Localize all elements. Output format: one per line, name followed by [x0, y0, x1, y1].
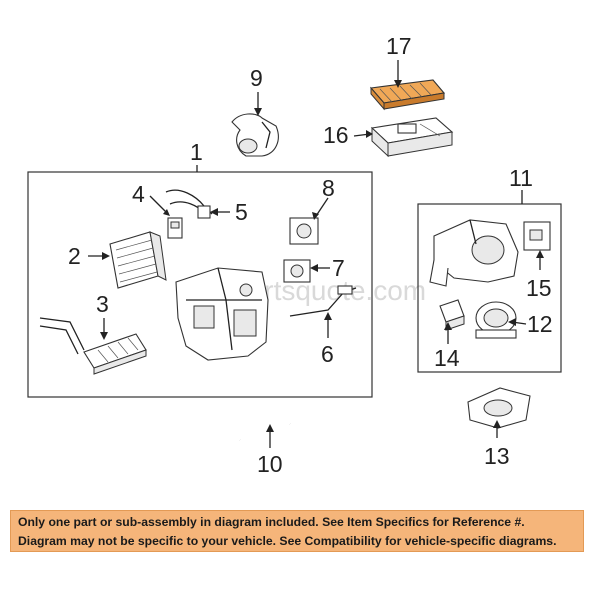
- callout-14: 14: [434, 345, 460, 371]
- part-16-filter-housing[interactable]: [370, 117, 454, 158]
- leader-8: [315, 197, 329, 217]
- disclaimer-notice: Only one part or sub-assembly in diagram…: [10, 510, 584, 552]
- callout-10: 10: [257, 451, 283, 477]
- notice-line-2: Diagram may not be specific to your vehi…: [18, 534, 557, 548]
- part-3-heater-core[interactable]: [39, 317, 147, 375]
- part-17-cabin-filter[interactable]: [369, 79, 446, 111]
- part-15-blower-resistor[interactable]: [523, 221, 551, 251]
- notice-line-1: Only one part or sub-assembly in diagram…: [18, 515, 525, 529]
- arrow-6: [324, 312, 332, 320]
- arrow-14: [444, 322, 452, 330]
- arrow-13: [493, 420, 501, 428]
- callout-3: 3: [96, 291, 109, 317]
- part-12-blower-motor[interactable]: [475, 301, 517, 339]
- arrow-15: [536, 250, 544, 258]
- part-4-expansion-valve[interactable]: [167, 217, 183, 239]
- part-7-air-mix-actuator[interactable]: [283, 259, 311, 283]
- part-10-drain-hose[interactable]: [237, 412, 291, 441]
- callout-1: 1: [190, 139, 203, 165]
- callout-11: 11: [509, 165, 533, 191]
- callout-5: 5: [235, 199, 248, 225]
- arrow-17: [394, 80, 402, 88]
- assembly-box-blower: [417, 203, 562, 373]
- callout-9: 9: [250, 65, 263, 91]
- part-6-temp-sensor[interactable]: [289, 285, 357, 317]
- part-9-duct-bracket[interactable]: [231, 113, 279, 157]
- arrow-3: [100, 332, 108, 340]
- callout-17: 17: [386, 33, 412, 59]
- arrow-2: [102, 252, 110, 260]
- callout-13: 13: [484, 443, 510, 469]
- arrow-10: [266, 424, 274, 432]
- callout-6: 6: [321, 341, 334, 367]
- assembly-box-main: [27, 171, 373, 398]
- callout-4: 4: [132, 181, 145, 207]
- arrow-7: [310, 264, 318, 272]
- callout-7: 7: [332, 255, 345, 281]
- arrow-5: [210, 208, 218, 216]
- blower-housing: [429, 219, 519, 287]
- arrow-12: [508, 318, 516, 326]
- part-5-ac-tubes[interactable]: [165, 189, 213, 219]
- leader-4: [149, 195, 169, 215]
- arrow-4: [163, 209, 170, 216]
- hvac-housing: [175, 267, 269, 361]
- part-14-resistor[interactable]: [439, 299, 465, 331]
- callout-8: 8: [322, 175, 335, 201]
- callout-15: 15: [526, 275, 552, 301]
- callout-16: 16: [323, 122, 349, 148]
- arrow-16: [366, 130, 373, 138]
- arrow-9: [254, 108, 262, 116]
- part-2-evaporator[interactable]: [109, 231, 167, 289]
- callout-12: 12: [527, 311, 553, 337]
- part-8-mode-actuator[interactable]: [289, 217, 319, 245]
- part-13-cover-plate[interactable]: [467, 387, 531, 429]
- arrow-8: [312, 212, 319, 220]
- callout-2: 2: [68, 243, 81, 269]
